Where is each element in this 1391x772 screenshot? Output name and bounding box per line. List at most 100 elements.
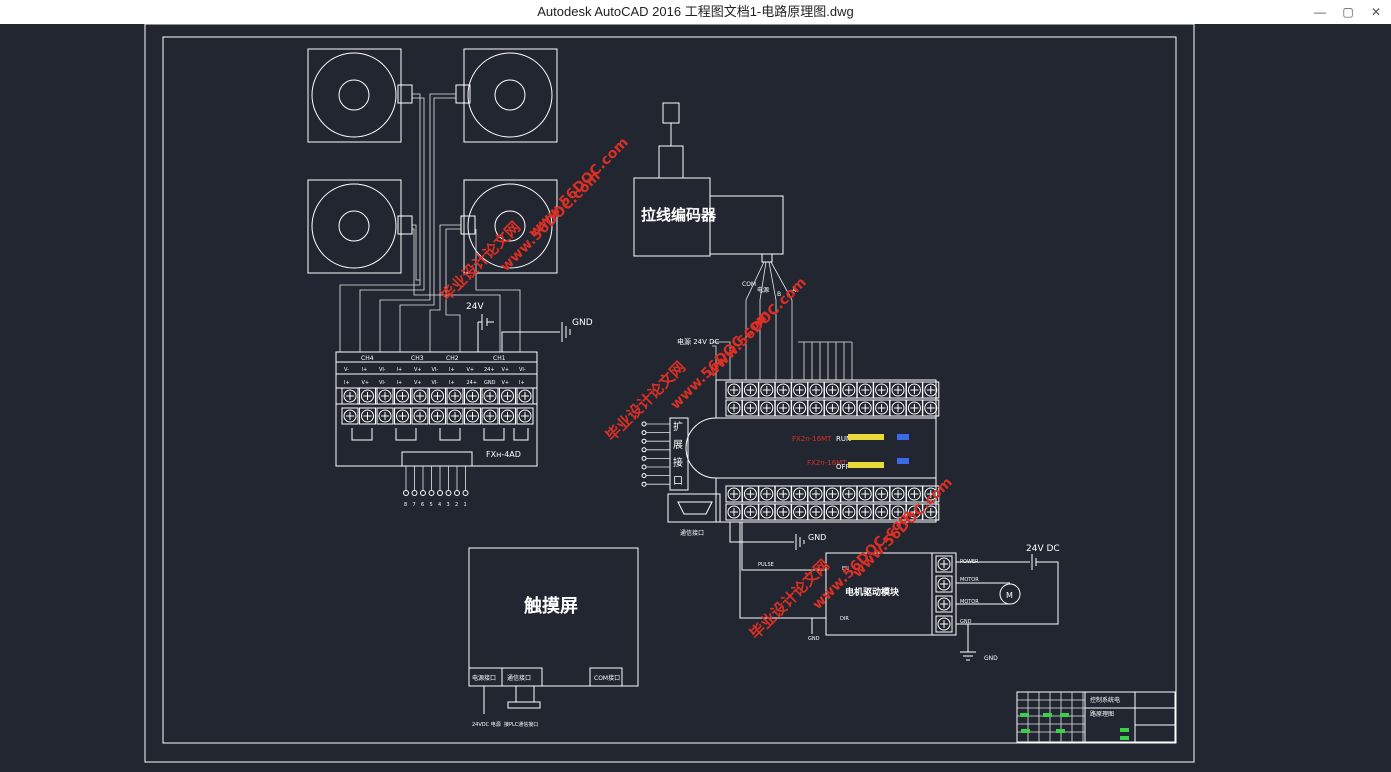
adc-terminal-top-8	[481, 387, 499, 405]
plc-terminal-top-a-1	[741, 381, 759, 399]
adc-bottom-label-5: VI-	[432, 380, 439, 386]
driver-label: 电机驱动模块	[845, 586, 900, 598]
driver-terminal-0	[935, 555, 953, 573]
adc-terminal-top-2	[376, 387, 394, 405]
driver-input-en: EN	[842, 566, 849, 572]
plc-terminal-bottom-a-6	[823, 485, 841, 503]
plc-terminal-top-b-3	[774, 399, 792, 417]
plc-terminal-bottom-a-2	[758, 485, 776, 503]
adc-pin-label-7: 1	[464, 502, 467, 508]
adc-terminal-bottom-9	[499, 407, 516, 425]
adc-terminal-bottom-8	[481, 407, 499, 425]
driver-term-motor2: MOTOR	[960, 599, 979, 605]
plc-terminal-top-a-9	[873, 381, 891, 399]
touchscreen-port-power: 电源接口	[472, 674, 496, 682]
plc-led-blue-1	[897, 434, 909, 440]
encoder-wire-b: B	[777, 291, 781, 298]
adc-terminal-top-1	[359, 387, 376, 405]
maximize-icon[interactable]: ▢	[1342, 5, 1354, 19]
plc-terminal-top-b-8	[856, 399, 874, 417]
drawing-canvas[interactable]: 24V GND V-I+VI-I+V+VI-I+V+24+V+VI-I+V+VI…	[0, 24, 1391, 772]
plc-terminal-bottom-b-2	[758, 503, 776, 521]
driver-terminal-1	[935, 575, 953, 593]
adc-pin-label-1: 7	[413, 502, 416, 508]
adc-module: V-I+VI-I+V+VI-I+V+24+V+VI-I+V+VI-I+V+VI-…	[335, 351, 538, 508]
plc-power-label: 电源 24V DC	[677, 337, 720, 346]
tb-green-cell-4	[1056, 729, 1065, 733]
title-block: 控制系统电 路原理图	[1016, 691, 1176, 743]
plc-terminal-top-b-6	[823, 399, 841, 417]
plc-terminal-top-b-2	[758, 399, 776, 417]
plc-terminal-top-b-9	[873, 399, 891, 417]
touchscreen-note-plc: 接PLC通信接口	[504, 721, 538, 728]
adc-terminal-bottom-3	[394, 407, 411, 425]
tb-green-cell-5	[1120, 728, 1129, 732]
adc-pin-label-4: 4	[438, 502, 441, 508]
adc-pin-0	[403, 490, 409, 496]
touchscreen-note-power: 24VDC 电源	[472, 721, 501, 728]
plc-terminal-bottom-a-12	[922, 485, 940, 503]
driver-input-dir: DIR	[840, 616, 849, 622]
exp-pin-3	[641, 447, 647, 453]
motor-driver: 电机驱动模块 EN DIR POWER MOTOR MOTOR GND 24V …	[825, 544, 1060, 662]
plc-terminal-top-a-3	[774, 381, 792, 399]
plc-terminal-top-a-5	[807, 381, 825, 399]
adc-terminal-bottom-10	[516, 407, 534, 425]
tb-green-cell-6	[1120, 736, 1129, 740]
window-titlebar: Autodesk AutoCAD 2016 工程图文档1-电路原理图.dwg —…	[0, 0, 1391, 24]
watermark-3: www.56DOC.com	[526, 135, 632, 241]
plc-terminal-top-a-0	[725, 381, 743, 399]
adc-pin-5	[445, 490, 452, 496]
adc-bottom-label-8: GND	[484, 380, 496, 386]
adc-bottom-label-10: I+	[519, 380, 525, 386]
minimize-icon[interactable]: —	[1314, 5, 1326, 19]
plc-terminal-top-a-7	[840, 381, 858, 399]
plc-terminal-bottom-b-9	[873, 503, 891, 521]
plc-terminal-bottom-a-5	[807, 485, 825, 503]
adc-terminal-bottom-5	[429, 407, 446, 425]
plc-terminal-top-a-10	[889, 381, 907, 399]
exp-pin-2	[641, 438, 647, 444]
encoder-wire-power: 电源	[757, 286, 769, 294]
exp-pin-4	[641, 455, 647, 461]
encoder-label: 拉线编码器	[641, 206, 717, 224]
plc-expansion-char-2: 展	[673, 439, 683, 451]
plc-led-yellow-1	[848, 434, 884, 440]
load-cell-1	[307, 48, 413, 143]
window-title: Autodesk AutoCAD 2016 工程图文档1-电路原理图.dwg	[537, 4, 854, 19]
adc-top-label-4: V+	[414, 367, 422, 373]
adc-terminal-top-9	[499, 387, 516, 405]
plc-terminal-bottom-b-8	[856, 503, 874, 521]
adc-module-label: FXн-4AD	[486, 450, 521, 459]
plc-terminal-bottom-a-9	[873, 485, 891, 503]
adc-pin-1	[411, 490, 418, 496]
driver-supply-label: 24V DC	[1026, 544, 1060, 554]
adc-bottom-label-6: I+	[449, 380, 455, 386]
plc-terminal-bottom-a-4	[791, 485, 809, 503]
plc-run-label: RUN	[836, 435, 851, 443]
plc-off-label: OFF	[836, 463, 850, 471]
scrollbar-handle[interactable]	[1385, 300, 1391, 330]
adc-terminal-top-3	[394, 387, 411, 405]
exp-pin-1	[641, 430, 647, 436]
motor-label: M	[1006, 591, 1013, 600]
close-icon[interactable]: ✕	[1370, 5, 1382, 19]
adc-bottom-label-2: VI-	[379, 380, 386, 386]
drawing-border	[162, 36, 1177, 744]
driver-term-gnd: GND	[960, 619, 972, 625]
plc-expansion-char-1: 扩	[673, 420, 683, 433]
adc-channel-label-2: CH2	[446, 355, 459, 362]
tb-green-cell-0	[1020, 713, 1029, 717]
adc-bottom-label-1: V+	[362, 380, 370, 386]
plc-terminal-bottom-b-3	[774, 503, 792, 521]
plc-model-top: FX2n-16MT	[792, 435, 832, 443]
plc-terminal-bottom-a-10	[889, 485, 907, 503]
plc-terminal-top-b-10	[889, 399, 907, 417]
adc-pin-label-0: 8	[404, 502, 407, 508]
sheet-frame	[144, 24, 1195, 763]
adc-top-label-2: VI-	[379, 367, 386, 373]
plc-terminal-bottom-a-0	[725, 485, 743, 503]
plc-terminal-top-a-12	[922, 381, 940, 399]
plc-terminal-bottom-a-8	[856, 485, 874, 503]
plc-terminal-top-b-11	[905, 399, 923, 417]
